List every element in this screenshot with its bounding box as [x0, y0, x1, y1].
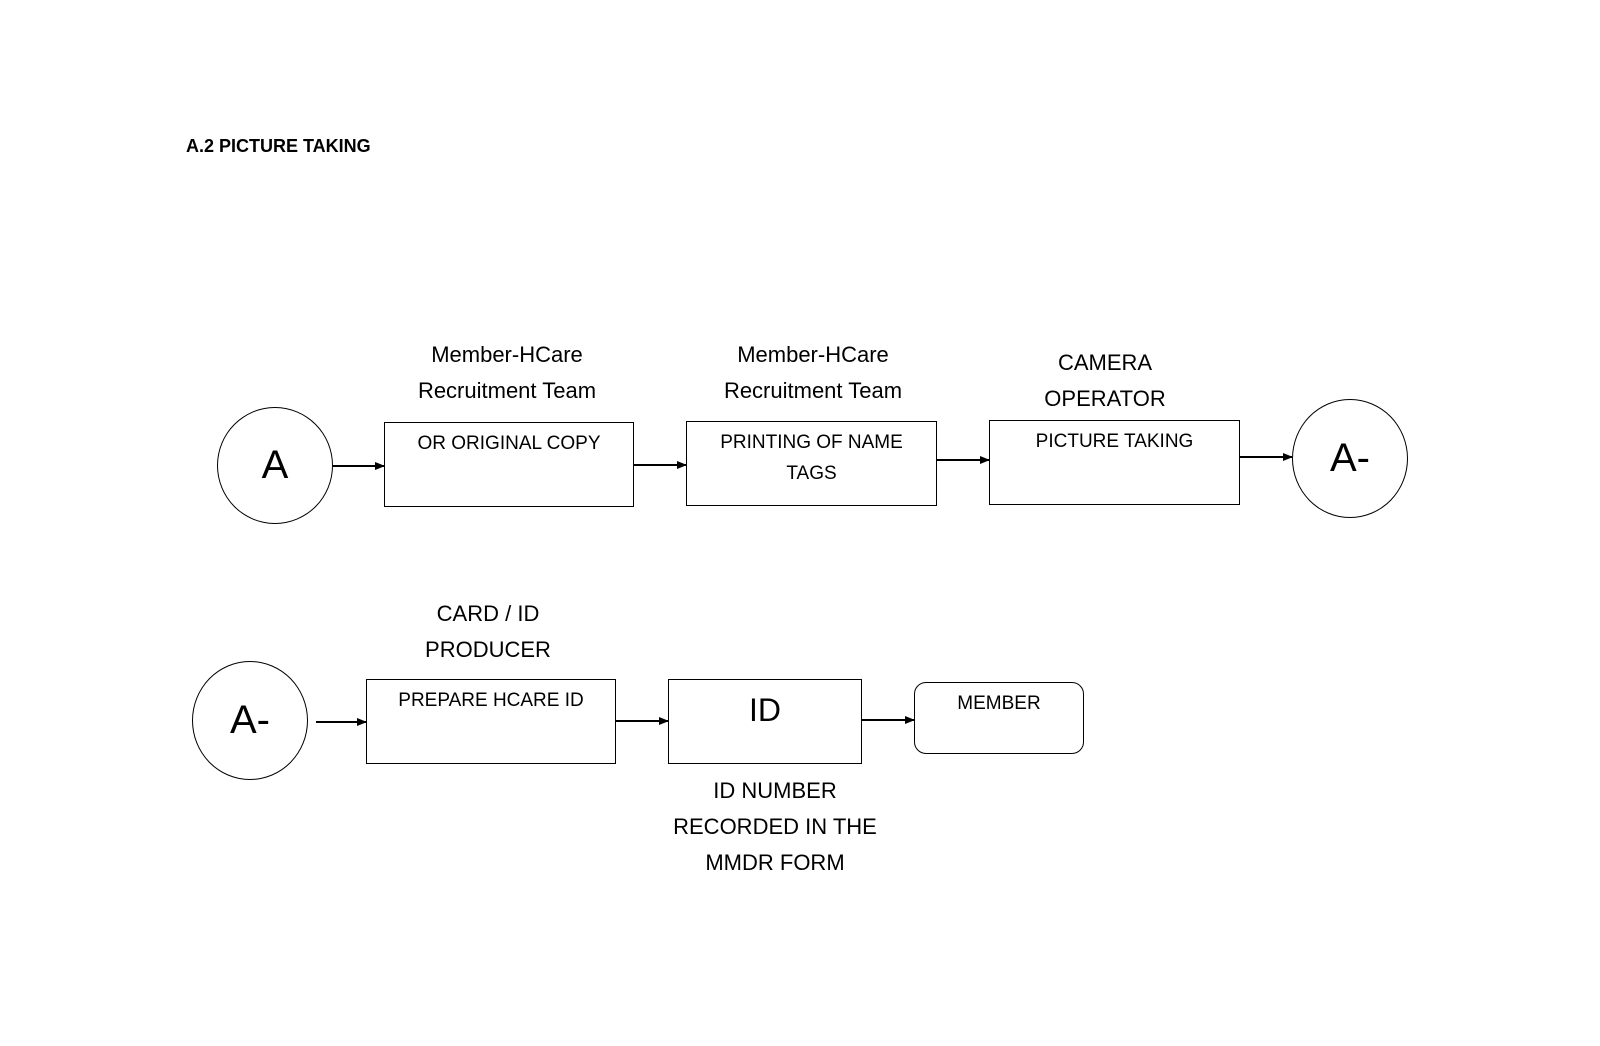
diagram-heading: A.2 PICTURE TAKING: [186, 136, 371, 156]
connector-label: A-: [230, 698, 270, 742]
step3-picture-taking: PICTURE TAKING: [989, 420, 1240, 505]
connector-a-minus-end: A-: [1292, 399, 1408, 518]
step3-role-label: CAMERA OPERATOR: [1044, 350, 1166, 411]
step1-role-label: Member-HCare Recruitment Team: [417, 342, 597, 403]
id-number-note: ID NUMBER RECORDED IN THE MMDR FORM: [673, 778, 877, 875]
connector-a-minus-start: A-: [192, 661, 308, 780]
prepare-role-label: CARD / ID PRODUCER: [425, 601, 551, 662]
member-terminal: MEMBER: [914, 682, 1084, 754]
prepare-hcare-id-box: PREPARE HCARE ID: [366, 679, 616, 764]
id-box: ID: [668, 679, 862, 764]
connector-label: A: [261, 443, 289, 487]
connector-a-start: A: [217, 407, 333, 524]
step1-or-original-copy: OR ORIGINAL COPY: [384, 422, 634, 507]
step2-role-label: Member-HCare Recruitment Team: [723, 342, 903, 403]
connector-label: A-: [1330, 436, 1370, 480]
step2-printing-name-tags: PRINTING OF NAME TAGS: [686, 421, 937, 506]
